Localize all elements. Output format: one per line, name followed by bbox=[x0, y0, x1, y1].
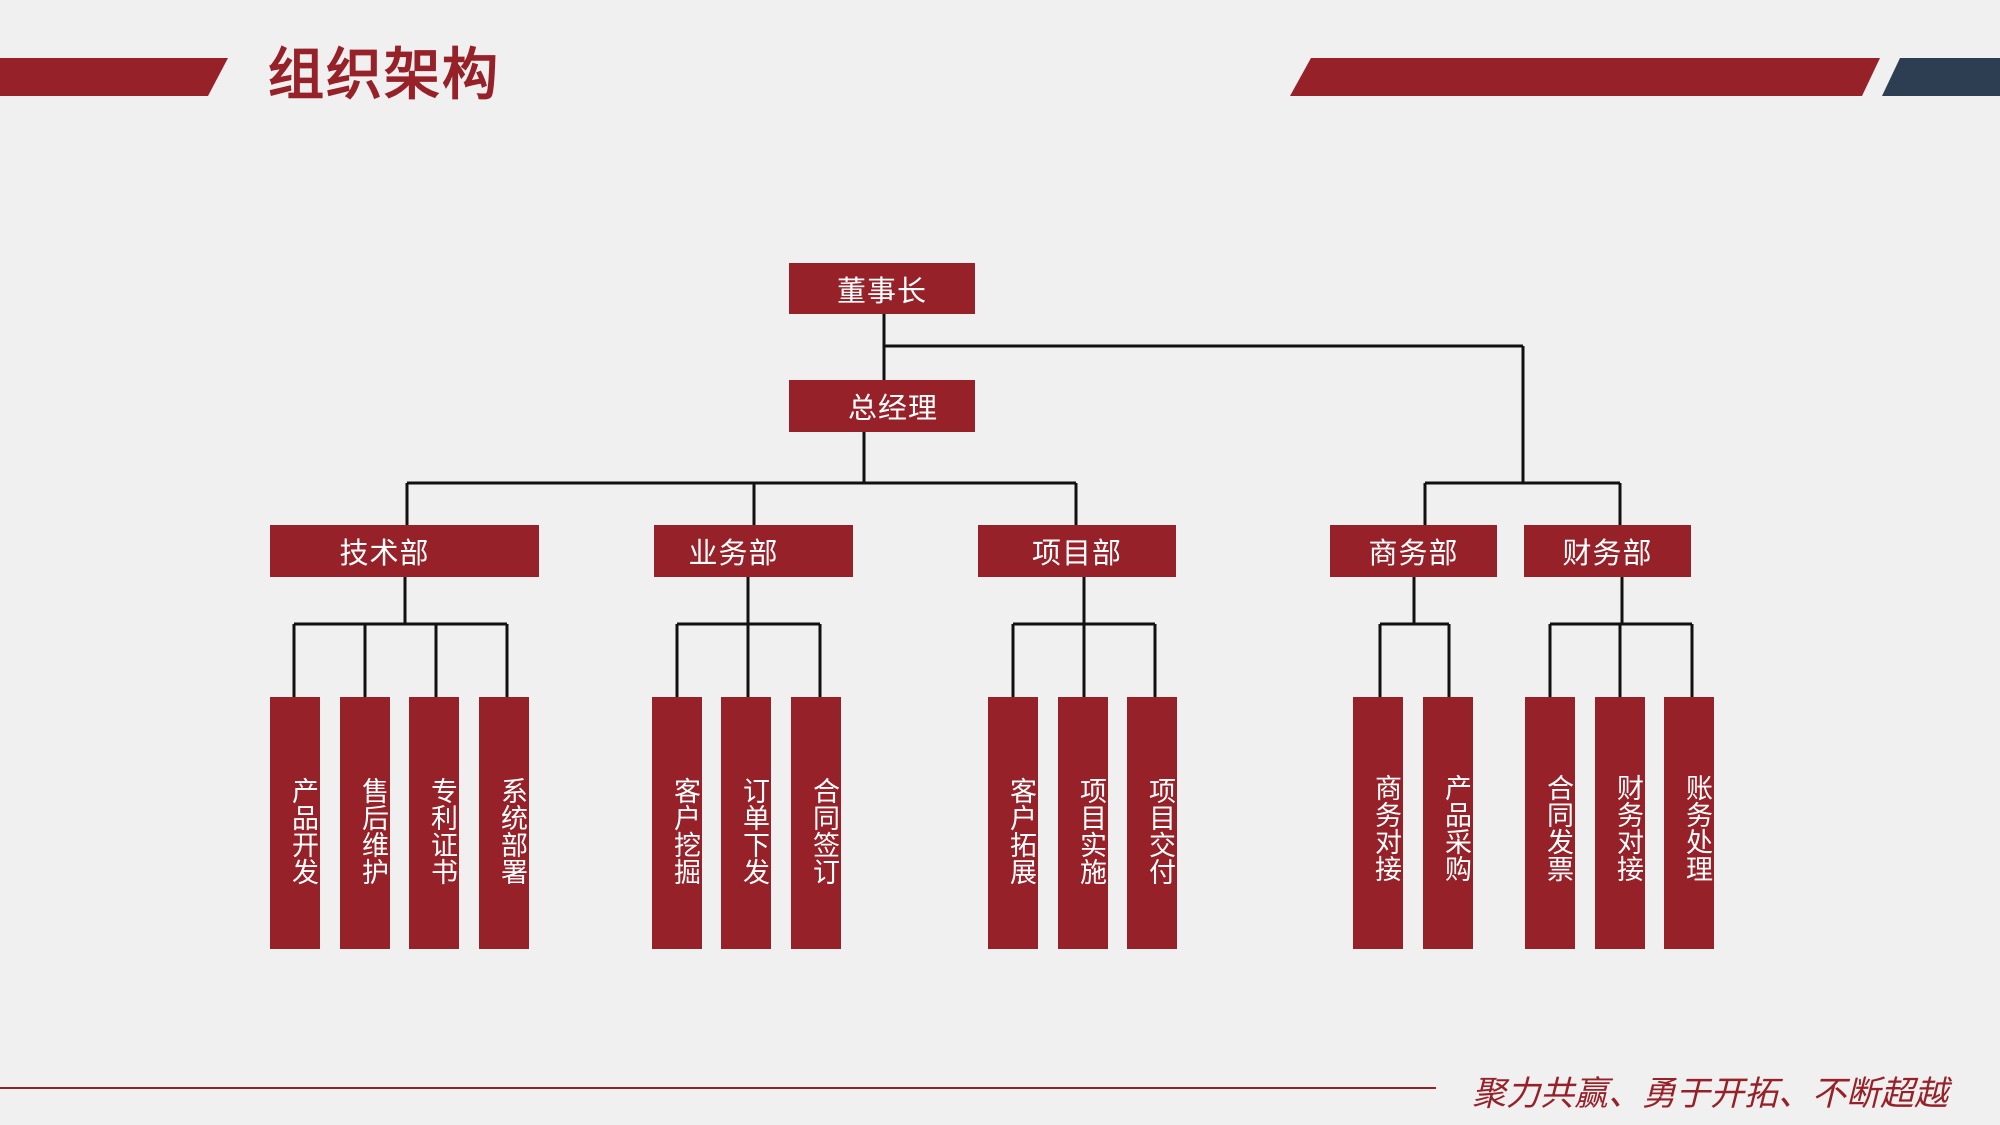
node-finance-invoice: 合同发票 bbox=[1525, 697, 1575, 949]
page-title: 组织架构 bbox=[268, 43, 500, 108]
header-dark-band bbox=[1882, 58, 2000, 96]
node-tech-deployment: 系统部署 bbox=[479, 697, 529, 949]
node-commerce-procurement: 产品采购 bbox=[1423, 697, 1473, 949]
node-business-contract-sign: 合同签订 bbox=[791, 697, 841, 949]
node-business-order-issue: 订单下发 bbox=[721, 697, 771, 949]
node-business-client-mining: 客户挖掘 bbox=[652, 697, 702, 949]
footer-slogan: 聚力共赢、勇于开拓、不断超越 bbox=[1472, 1074, 1948, 1114]
header-left-band bbox=[0, 58, 2000, 96]
node-dept-project: 项目部 bbox=[978, 525, 1176, 577]
node-tech-patents: 专利证书 bbox=[409, 697, 459, 949]
header-right-band bbox=[1290, 58, 1880, 96]
node-general-manager: 总经理 bbox=[789, 380, 975, 432]
node-project-delivery: 项目交付 bbox=[1127, 697, 1177, 949]
node-project-implement: 项目实施 bbox=[1058, 697, 1108, 949]
node-project-client-expand: 客户拓展 bbox=[988, 697, 1038, 949]
node-finance-liaison: 财务对接 bbox=[1595, 697, 1645, 949]
node-dept-business: 业务部 bbox=[654, 525, 853, 577]
node-dept-commerce: 商务部 bbox=[1330, 525, 1497, 577]
node-dept-finance: 财务部 bbox=[1524, 525, 1691, 577]
node-dept-tech: 技术部 bbox=[270, 525, 539, 577]
node-chairman: 董事长 bbox=[789, 263, 975, 314]
node-commerce-liaison: 商务对接 bbox=[1353, 697, 1403, 949]
footer-divider bbox=[0, 1087, 1436, 1089]
node-tech-after-sales: 售后维护 bbox=[340, 697, 390, 949]
node-tech-product-dev: 产品开发 bbox=[270, 697, 320, 949]
node-finance-accounting: 账务处理 bbox=[1664, 697, 1714, 949]
